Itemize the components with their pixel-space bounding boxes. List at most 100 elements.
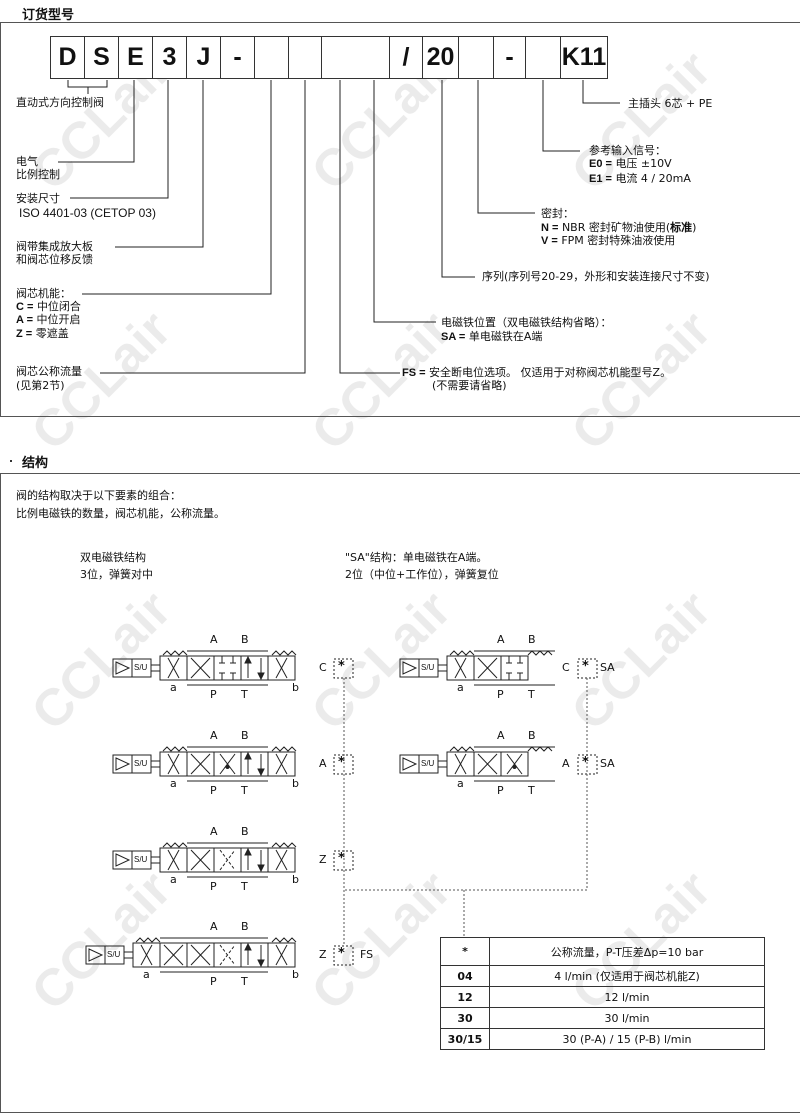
amplifier-icon [115,853,131,867]
flow-arrow-icon [190,657,211,679]
end-mark [167,849,180,871]
flow-arrow-icon [190,944,211,966]
transducer-label: S/U [421,663,435,672]
port-T-label: T [241,880,248,893]
port-a-label: a [143,968,150,981]
valve-cell [240,655,269,681]
port-T-label: T [241,688,248,701]
leader-seal [477,80,535,214]
valve-cell [240,847,269,873]
arrowhead-icon [257,672,265,681]
amplifier-icon [402,757,418,771]
port-P-label: P [210,880,217,893]
fs-note: (不需要请省略) [432,379,507,392]
signal-e0-key: E0 = [589,158,612,170]
spool-a-key: A = [16,314,34,326]
end-mark [275,849,288,871]
single-subtitle: 2位（中位+工作位），弹簧复位 [345,568,499,581]
flow-arrow-icon [190,849,211,871]
seal-n-standard: 标准 [670,222,693,234]
end-mark [275,944,288,966]
port-b-label: b [292,968,299,981]
code-cell: D [50,36,85,79]
spring-icon [527,746,553,752]
port-A-label: A [210,633,218,646]
transducer-label: S/U [107,950,121,959]
structure-title: 结构 [22,456,49,471]
variant-code-label: C [562,661,570,674]
double-subtitle: 3位，弹簧对中 [80,568,153,581]
table-value: 30 l/min [489,1007,765,1029]
spool-a: 中位开启 [36,313,81,326]
port-A-label: A [497,633,505,646]
spring-icon [162,650,188,656]
valve-cell [267,655,296,681]
signal-e0: 电压 ±10V [615,157,672,170]
code-cell: S [84,36,119,79]
variant-suffix-label: SA [600,757,615,770]
option-marker: * [582,755,589,770]
leader-series [441,80,475,278]
arrowhead-icon [257,768,265,777]
leader-fs [339,80,400,374]
port-A-label: A [210,729,218,742]
port-B-label: B [241,825,249,838]
flow-path [219,944,236,966]
single-title: "SA"结构：单电磁铁在A端。 [345,551,488,564]
amplifier-icon [88,948,104,962]
table-value: 4 l/min (仅适用于阀芯机能Z) [489,965,765,987]
fs-key: FS = [402,367,426,379]
port-B-label: B [528,729,536,742]
series-label: 序列(序列号20-29，外形和安装连接尺寸不变) [482,270,710,283]
valve-cell [240,751,269,777]
port-a-label: a [170,873,177,886]
port-T-label: T [241,975,248,988]
signal-e1: 电流 4 / 20mA [615,172,691,185]
connector-stub [437,664,448,672]
table-header-key: * [440,937,490,966]
amplifier-icon [115,661,131,675]
table-key: 12 [440,986,490,1008]
flow-path [219,849,236,871]
leader-signal [542,80,580,152]
port-a-label: a [170,777,177,790]
connector-stub [150,760,161,768]
port-T-label: T [241,784,248,797]
table-key: 30/15 [440,1028,490,1050]
end-mark [454,753,467,775]
connector-label: 主插头 6芯 + PE [628,97,713,110]
port-B-label: B [241,633,249,646]
port-b-label: b [292,873,299,886]
transducer-label: S/U [134,855,148,864]
bullet-dot [10,460,12,462]
spool-c-key: C = [16,301,34,313]
option-box [333,658,354,679]
port-T-label: T [528,784,535,797]
port-a-label: a [457,681,464,694]
port-B-label: B [241,729,249,742]
connector-stub [150,856,161,864]
port-A-label: A [497,729,505,742]
transducer-label: S/U [134,663,148,672]
port-P-label: P [210,688,217,701]
valve-cell [213,655,242,681]
transducer-label: S/U [134,759,148,768]
valve-cell [267,942,296,968]
junction-dot [225,765,230,769]
port-A-label: A [210,825,218,838]
spring-icon [162,842,188,848]
label-flow-1: 阀芯公称流量 [16,365,82,378]
spool-c: 中位闭合 [36,300,81,313]
valve-cell [500,751,529,777]
variant-code-label: Z [319,853,327,866]
arrowhead-icon [244,655,252,664]
variant-suffix-label: SA [600,661,615,674]
seal-n-end: ) [692,221,697,234]
port-A-label: A [210,920,218,933]
leader-solenoid [373,80,436,323]
option-box [577,658,598,679]
